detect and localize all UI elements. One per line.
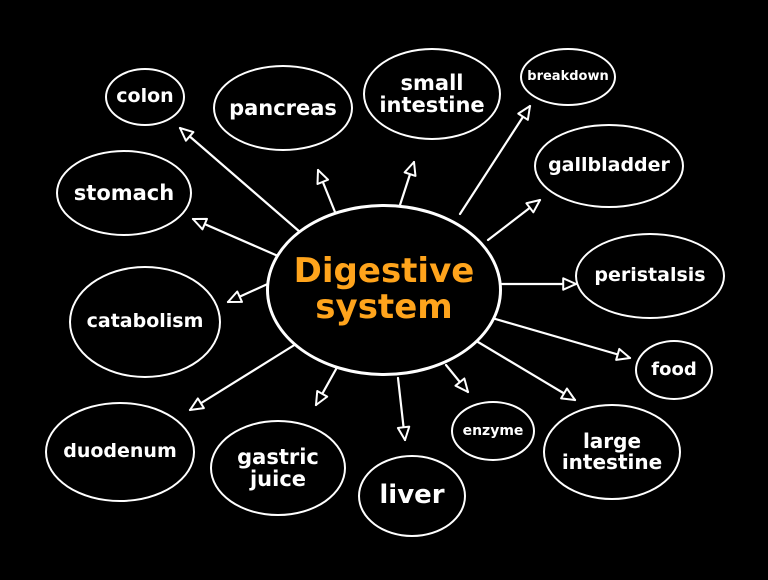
arrow-to-small-intestine [398, 160, 417, 207]
arrow-to-colon [178, 126, 302, 234]
arrow-head [396, 425, 411, 441]
arrow-shaft [188, 342, 298, 412]
node-label: colon [116, 85, 174, 108]
node-duodenum: duodenum [45, 402, 195, 502]
node-gallbladder: gallbladder [534, 124, 684, 208]
center-node: Digestive system [266, 204, 502, 376]
arrow-head [562, 277, 577, 291]
node-label: catabolism [86, 310, 204, 333]
node-label: enzyme [462, 422, 524, 439]
arrow-to-gallbladder [486, 198, 542, 242]
node-breakdown: breakdown [520, 48, 616, 106]
arrow-to-duodenum [188, 342, 298, 412]
arrow-head [560, 387, 576, 401]
center-node-label: Digestive system [293, 251, 475, 327]
node-small-intestine: small intestine [363, 48, 501, 140]
arrow-to-peristalsis [500, 277, 578, 291]
arrow-to-catabolism [226, 280, 274, 304]
arrow-head [615, 347, 631, 361]
arrow-shaft [458, 104, 532, 216]
arrow-head [192, 217, 208, 231]
arrow-head [189, 397, 205, 411]
node-colon: colon [105, 68, 185, 126]
node-label: pancreas [229, 95, 337, 120]
node-label: large intestine [561, 429, 663, 474]
arrow-head [316, 169, 330, 185]
arrow-to-breakdown [458, 104, 532, 216]
node-label: breakdown [527, 69, 609, 85]
node-label: gallbladder [548, 154, 670, 177]
node-enzyme: enzyme [451, 401, 535, 461]
arrow-shaft [490, 316, 632, 360]
arrow-to-enzyme [444, 363, 470, 394]
arrow-shaft [178, 126, 302, 234]
arrow-head [525, 199, 541, 214]
node-label: peristalsis [594, 264, 706, 287]
node-large-intestine: large intestine [543, 404, 681, 500]
arrow-to-gastric-juice [314, 360, 342, 407]
node-catabolism: catabolism [69, 266, 221, 378]
node-label: stomach [73, 180, 175, 205]
arrow-shaft [191, 217, 280, 258]
arrow-head [517, 105, 531, 121]
arrow-head [403, 161, 417, 177]
arrow-head [315, 390, 329, 406]
arrow-shaft [476, 340, 577, 402]
node-label: duodenum [63, 440, 177, 463]
arrow-head [227, 290, 243, 303]
node-liver: liver [358, 455, 466, 537]
node-stomach: stomach [56, 150, 192, 236]
node-peristalsis: peristalsis [575, 233, 725, 319]
arrow-head [179, 127, 195, 142]
arrow-to-pancreas [316, 168, 337, 214]
arrow-to-stomach [191, 217, 280, 258]
node-label: small intestine [379, 70, 485, 117]
node-label: gastric juice [237, 444, 319, 491]
node-gastric-juice: gastric juice [210, 420, 346, 516]
node-food: food [635, 340, 713, 400]
arrow-to-large-intestine [476, 340, 577, 402]
arrow-to-food [490, 316, 632, 361]
node-label: food [651, 358, 697, 380]
arrow-head [454, 377, 469, 393]
arrow-to-liver [396, 376, 411, 442]
node-label: liver [379, 480, 445, 511]
node-pancreas: pancreas [213, 65, 353, 151]
